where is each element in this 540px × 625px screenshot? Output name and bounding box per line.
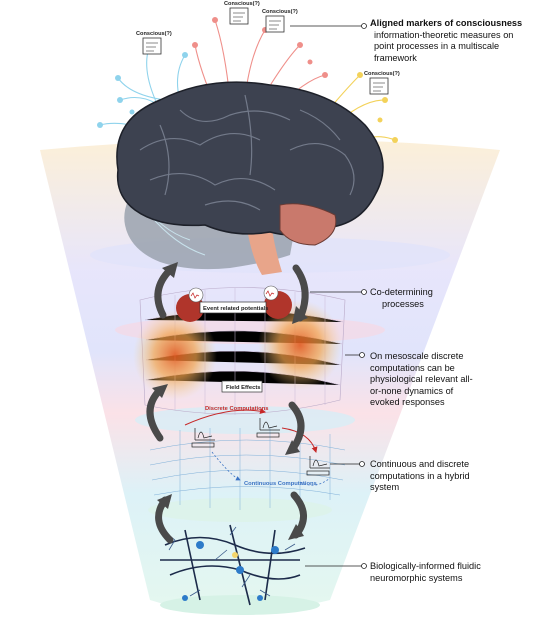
codetermining-line-2: processes xyxy=(382,298,424,309)
mesoscale-line-1: On mesoscale discrete xyxy=(370,351,464,361)
continuous-computations-label: Continuous Computations xyxy=(244,481,317,487)
discrete-computations: Discrete Computations xyxy=(184,406,330,476)
callout-aligned-markers: Aligned markers of consciousness informa… xyxy=(370,18,538,64)
hybrid-line-2: computations in a hybrid xyxy=(370,470,470,481)
continuous-computations: Continuous Computations xyxy=(211,451,331,487)
mesoscale-line-4: or-none dynamics of xyxy=(370,385,454,396)
conscious-tag-1: Conscious(?) xyxy=(136,31,172,55)
neuromorphic-line-1: Biologically-informed fluidic xyxy=(370,561,481,571)
codetermining-line-1: Co-determining xyxy=(370,287,433,297)
field-effects-label: Field Effects xyxy=(226,385,260,391)
callout-leaders xyxy=(290,23,367,569)
conscious-tag-4: Conscious(?) xyxy=(364,71,400,95)
callout-codetermining: Co-determining processes xyxy=(370,287,530,310)
conscious-tag-label: Conscious(?) xyxy=(136,31,172,37)
brain-illustration xyxy=(116,81,384,246)
mesoscale-line-5: evoked responses xyxy=(370,397,445,407)
neuron-network xyxy=(160,524,306,606)
callout-neuromorphic: Biologically-informed fluidic neuromorph… xyxy=(370,561,530,584)
discrete-computations-label: Discrete Computations xyxy=(205,406,268,412)
aligned-markers-desc-1: information-theoretic measures on xyxy=(374,29,514,40)
hybrid-line-1: Continuous and discrete xyxy=(370,459,470,469)
erp-head-right xyxy=(263,285,292,319)
conscious-tag-3: Conscious(?) xyxy=(262,9,298,33)
mesoscale-line-3: physiological relevant all- xyxy=(370,374,473,384)
aligned-markers-desc-2: point processes in a multiscale xyxy=(374,41,500,51)
hybrid-line-3: system xyxy=(370,482,400,492)
field-effects-label-box: Field Effects xyxy=(221,380,263,393)
erp-label-box: Event related potentials xyxy=(199,301,268,314)
hybrid-mesh xyxy=(149,428,346,510)
aligned-markers-title: Aligned markers of consciousness xyxy=(370,18,523,28)
callout-mesoscale: On mesoscale discrete computations can b… xyxy=(370,351,530,409)
conscious-tag-label: Conscious(?) xyxy=(262,9,298,15)
aligned-markers-desc-3: framework xyxy=(374,52,417,63)
neuromorphic-line-2: neuromorphic systems xyxy=(370,572,463,583)
erp-head-left xyxy=(176,287,204,322)
cycle-arrow-heads xyxy=(152,262,308,540)
conscious-tag-2: Conscious(?) xyxy=(224,1,260,25)
callout-hybrid: Continuous and discrete computations in … xyxy=(370,459,530,494)
mesoscale-line-2: computations can be xyxy=(370,362,455,373)
conscious-tag-label: Conscious(?) xyxy=(364,71,400,77)
event-related-potentials-label: Event related potentials xyxy=(203,306,268,312)
conscious-tag-label: Conscious(?) xyxy=(224,1,260,7)
